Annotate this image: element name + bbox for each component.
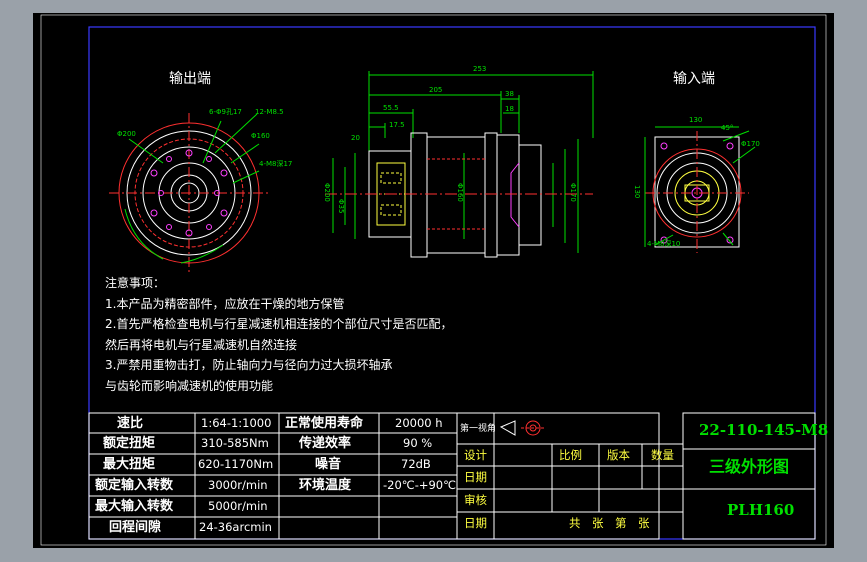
drawing-linework — [40, 14, 827, 546]
notes-heading: 注意事项： — [105, 276, 166, 290]
projection-symbol — [499, 420, 545, 436]
spec-value: 20000 h — [395, 416, 443, 430]
sheets-label: 共 张 第 张 — [569, 516, 650, 530]
output-end-view — [109, 113, 269, 273]
dim-label: Φ160 — [456, 183, 464, 202]
spec-value: 3000r/min — [208, 478, 268, 492]
spec-label: 最大扭矩 — [103, 457, 156, 472]
dim-label: 6-Φ9孔17 — [209, 108, 242, 116]
drawing-number: 22-110-145-M8 — [699, 421, 829, 439]
spec-label: 最大输入转数 — [95, 499, 174, 514]
spec-label: 额定输入转数 — [95, 478, 174, 493]
spec-label: 额定扭矩 — [103, 436, 156, 451]
spec-value: -20℃-+90℃ — [383, 478, 457, 492]
note-line: 然后再将电机与行星减速机自然连接 — [105, 337, 298, 352]
check-date-label: 日期 — [464, 470, 487, 484]
design-label: 设计 — [464, 448, 487, 462]
dim-label: 17.5 — [389, 121, 405, 129]
spec-label: 环境温度 — [299, 478, 352, 493]
technical-notes: 注意事项： 1.本产品为精密部件，应放在干燥的地方保管 2.首先严格检查电机与行… — [105, 273, 452, 396]
dim-label: Φ170 — [741, 140, 760, 148]
dim-label: Φ160 — [251, 132, 270, 140]
cad-drawing-canvas[interactable]: 输出端 输入端 Φ200 6-Φ9孔17 12-M8.5 Φ160 4-M8深1… — [33, 13, 834, 548]
dim-label: 55.5 — [383, 104, 399, 112]
dim-label: 4-M8深17 — [259, 160, 293, 168]
version-label: 版本 — [607, 448, 630, 462]
side-view — [325, 71, 594, 258]
dim-label: 20 — [351, 134, 360, 142]
dim-label: 205 — [429, 86, 443, 94]
dim-label: Φ170 — [569, 183, 577, 202]
quantity-label: 数量 — [651, 448, 674, 462]
dim-label: 38 — [505, 90, 514, 98]
dim-label: 12-M8.5 — [255, 108, 284, 116]
spec-value: 90 % — [403, 436, 433, 450]
dim-label: 130 — [633, 185, 641, 199]
spec-label: 噪音 — [315, 457, 342, 472]
dim-label: 18 — [505, 105, 514, 113]
note-line: 2.首先严格检查电机与行星减速机相连接的个部位尺寸是否匹配， — [105, 317, 453, 331]
spec-value: 1:64-1:1000 — [201, 416, 272, 430]
dim-label: 130 — [689, 116, 703, 124]
spec-value: 72dB — [401, 457, 431, 471]
spec-label: 回程间隙 — [109, 520, 162, 535]
output-end-title: 输出端 — [169, 71, 211, 87]
spec-table-lines — [88, 412, 816, 540]
date-label: 日期 — [464, 516, 487, 530]
spec-label: 正常使用寿命 — [285, 416, 364, 431]
dim-label: Φ200 — [323, 183, 331, 202]
note-line: 1.本产品为精密部件，应放在干燥的地方保管 — [105, 296, 345, 311]
dim-label: Φ35 — [337, 199, 345, 214]
review-label: 审核 — [464, 493, 487, 507]
dim-label: 4-M8深10 — [647, 240, 681, 248]
dim-label: Φ200 — [117, 130, 136, 138]
spec-value: 5000r/min — [208, 499, 268, 513]
dim-label: 45° — [721, 124, 734, 132]
spec-label: 速比 — [117, 416, 144, 431]
spec-value: 620-1170Nm — [198, 457, 274, 471]
scale-label: 比例 — [559, 448, 582, 462]
projection-label: 第一视角 — [460, 424, 497, 434]
input-end-title: 输入端 — [673, 71, 715, 87]
dim-label: 253 — [473, 65, 487, 73]
input-end-view — [644, 126, 756, 253]
model-number: PLH160 — [727, 501, 795, 519]
spec-value: 24-36arcmin — [199, 520, 272, 534]
drawing-name: 三级外形图 — [709, 457, 790, 476]
note-line: 3.严禁用重物击打，防止轴向力与径向力过大损坏轴承 — [105, 358, 393, 372]
note-line: 与齿轮而影响减速机的使用功能 — [105, 378, 274, 393]
spec-label: 传递效率 — [299, 436, 352, 451]
spec-value: 310-585Nm — [201, 436, 269, 450]
